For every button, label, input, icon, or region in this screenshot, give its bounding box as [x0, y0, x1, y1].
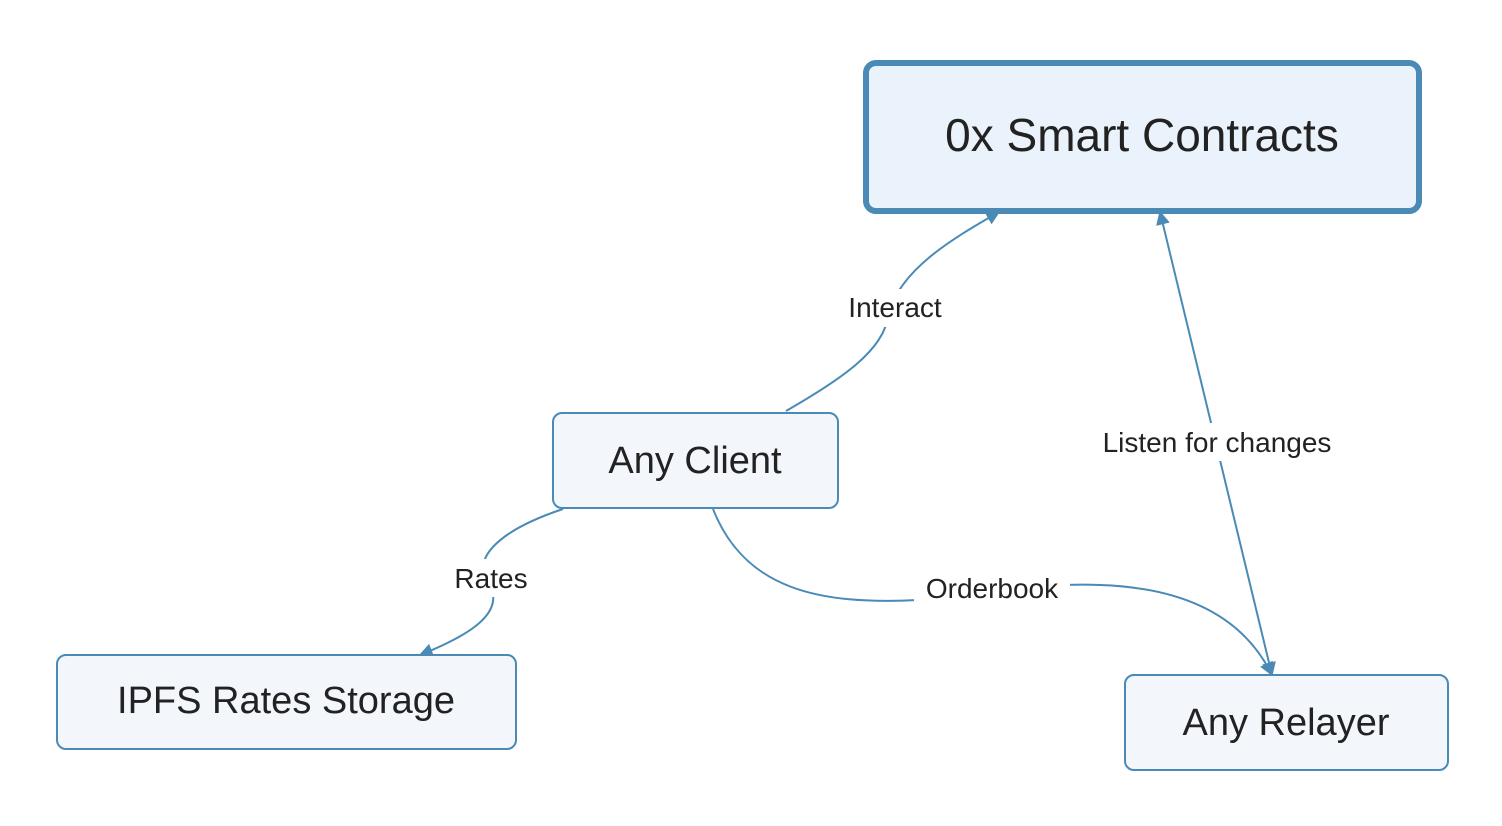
node-any-relayer: Any Relayer: [1124, 674, 1449, 771]
node-any-client: Any Client: [552, 412, 839, 509]
edge-label-rates: Rates: [454, 563, 527, 594]
node-smart-contracts: 0x Smart Contracts: [863, 60, 1422, 214]
node-label-ipfs-rates-storage: IPFS Rates Storage: [117, 680, 455, 722]
node-ipfs-rates-storage: IPFS Rates Storage: [56, 654, 517, 750]
edge-label-interact: Interact: [848, 292, 942, 323]
node-label-any-client: Any Client: [608, 440, 782, 482]
edge-label-orderbook: Orderbook: [926, 573, 1059, 604]
edge-labels: Interact Listen for changes Rates Orderb…: [446, 289, 1350, 607]
node-label-smart-contracts: 0x Smart Contracts: [945, 109, 1339, 161]
edge-label-listen-for-changes: Listen for changes: [1103, 427, 1332, 458]
node-label-any-relayer: Any Relayer: [1183, 702, 1390, 744]
